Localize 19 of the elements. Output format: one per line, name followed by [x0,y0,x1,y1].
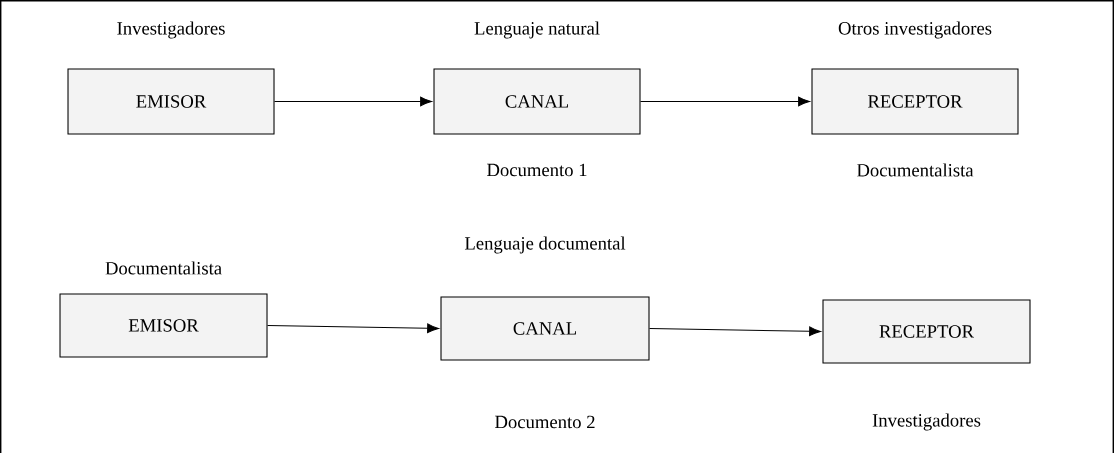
arrow [640,96,810,107]
arrow [649,326,821,337]
box-caption: Documentalista [856,163,974,177]
process-box: CANAL [433,68,641,135]
process-box: RECEPTOR [822,299,1031,364]
box-heading: Documentalista [105,261,222,275]
process-box: EMISOR [59,293,268,358]
process-box: RECEPTOR [811,68,1019,135]
arrow [274,96,432,107]
box-caption: Documento 2 [495,415,595,429]
box-heading: Otros investigadores [838,21,992,39]
box-heading: Lenguaje documental [464,236,626,254]
box-caption: Investigadores [872,413,981,431]
arrow [267,323,439,334]
box-heading: Lenguaje natural [474,21,600,39]
process-box: EMISOR [67,68,275,135]
process-box: CANAL [440,296,650,361]
box-caption: Documento 1 [487,163,587,177]
box-heading: Investigadores [117,21,225,39]
